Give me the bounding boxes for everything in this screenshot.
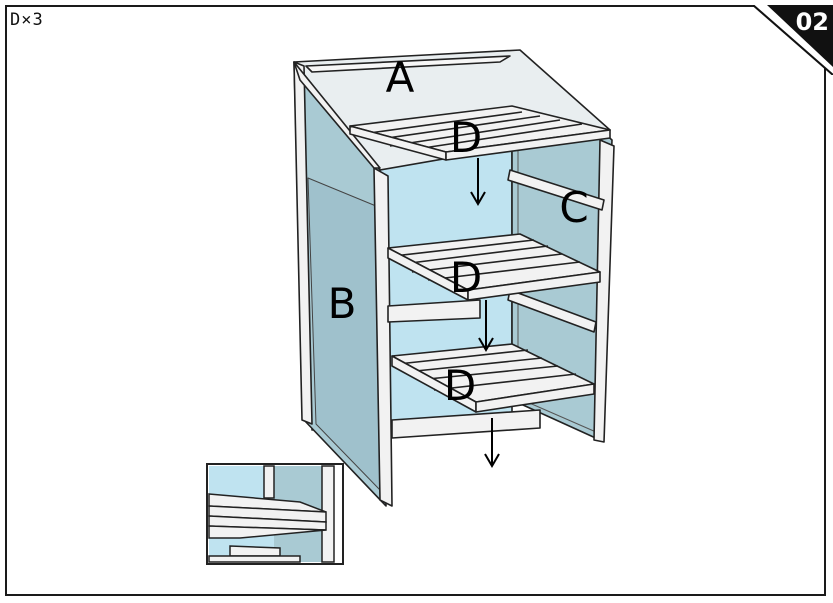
label-d-bottom: D bbox=[444, 361, 476, 410]
insert-arrows bbox=[470, 158, 500, 468]
shelf-top bbox=[349, 105, 611, 161]
right-front-post bbox=[593, 139, 615, 443]
label-c: C bbox=[559, 183, 588, 232]
back-rail-upper bbox=[507, 169, 605, 211]
detail-inset bbox=[206, 463, 344, 565]
shelf-middle bbox=[387, 233, 601, 323]
label-d-top: D bbox=[450, 113, 482, 162]
shelf-bottom bbox=[391, 343, 595, 439]
step-number: 02 bbox=[795, 8, 829, 36]
label-b: B bbox=[328, 279, 357, 328]
label-d-middle: D bbox=[450, 253, 482, 302]
label-a: A bbox=[386, 53, 415, 102]
quantity-note: D×3 bbox=[10, 10, 44, 30]
back-rail-lower bbox=[507, 289, 597, 333]
step-corner-badge bbox=[753, 5, 833, 75]
